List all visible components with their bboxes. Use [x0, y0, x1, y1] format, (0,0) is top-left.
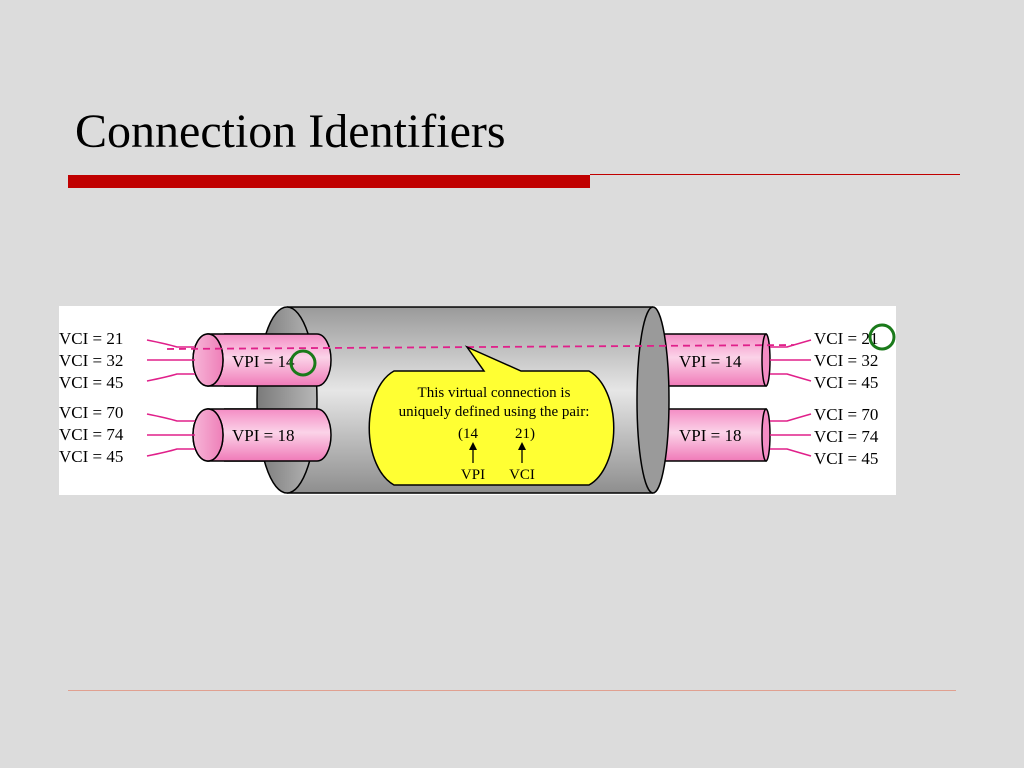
- right-vci-label: VCI = 70: [814, 405, 878, 424]
- callout-line-2: uniquely defined using the pair:: [399, 404, 590, 420]
- right-vci-label: VCI = 32: [814, 351, 878, 370]
- right-vci-label: VCI = 45: [814, 373, 878, 392]
- slide-title: Connection Identifiers: [75, 105, 506, 158]
- highlight-circle-vpi: [289, 349, 317, 377]
- left-vci-label: VCI = 45: [59, 447, 123, 466]
- highlight-circle-vci: [868, 323, 896, 351]
- callout-arrows: [469, 442, 526, 463]
- title-underline-accent: [68, 175, 590, 188]
- footer-rule: [68, 690, 956, 691]
- connection-identifiers-diagram: VCI = 21 VCI = 32 VCI = 45 VCI = 70 VCI …: [59, 306, 896, 495]
- arrowhead-icon: [469, 442, 477, 450]
- vpi-labels: VPI = 14 VPI = 18 VPI = 14 VPI = 18: [232, 352, 742, 445]
- arrowhead-icon: [518, 442, 526, 450]
- left-vci-label: VCI = 21: [59, 329, 123, 348]
- callout-pair-open: (14: [458, 426, 478, 442]
- left-vci-label: VCI = 32: [59, 351, 123, 370]
- callout-pair-close: 21): [515, 426, 535, 442]
- left-vpi-label-18: VPI = 18: [232, 426, 294, 445]
- right-vci-label: VCI = 21: [814, 329, 878, 348]
- right-vci-wires: [770, 339, 812, 457]
- callout-label-vpi: VPI: [461, 467, 485, 483]
- left-vpi-label-14: VPI = 14: [232, 352, 295, 371]
- callout-text: This virtual connection is uniquely defi…: [399, 385, 590, 483]
- left-vci-wires: [146, 339, 195, 457]
- callout-bubble: [368, 345, 615, 486]
- left-vci-labels: VCI = 21 VCI = 32 VCI = 45 VCI = 70 VCI …: [59, 329, 124, 466]
- right-vpi-label-14: VPI = 14: [679, 352, 742, 371]
- left-pipe-fronts: [192, 333, 332, 462]
- right-vci-label: VCI = 45: [814, 449, 878, 468]
- callout-label-vci: VCI: [509, 467, 535, 483]
- title-underline-rule: [590, 174, 960, 175]
- right-vpi-label-18: VPI = 18: [679, 426, 741, 445]
- left-vci-label: VCI = 70: [59, 403, 123, 422]
- left-vci-label: VCI = 45: [59, 373, 123, 392]
- right-vci-label: VCI = 74: [814, 427, 879, 446]
- right-vci-labels: VCI = 21 VCI = 32 VCI = 45 VCI = 70 VCI …: [814, 329, 879, 468]
- left-vci-label: VCI = 74: [59, 425, 124, 444]
- callout-line-1: This virtual connection is: [418, 385, 571, 401]
- virtual-connection-dashed-path: [166, 344, 795, 350]
